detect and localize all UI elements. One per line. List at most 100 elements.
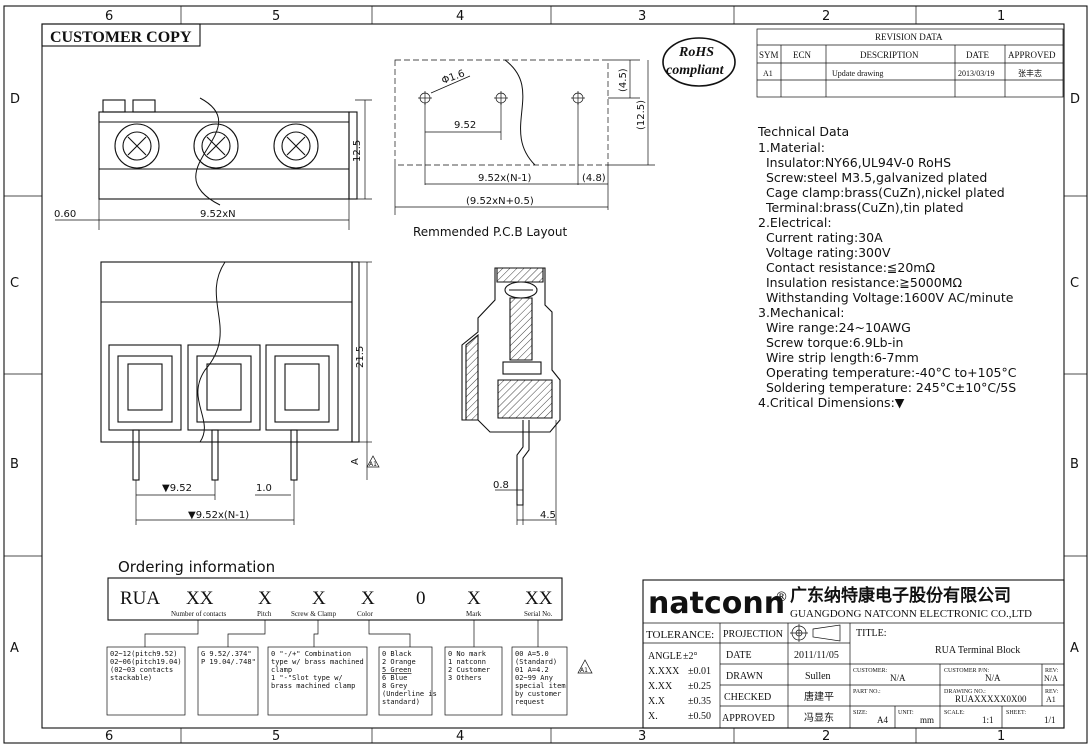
customer-pn-label: CUSTOMER P/N: (944, 668, 989, 674)
rev-col-approved: APPROVED (1008, 50, 1056, 60)
opt-color-1: 0 Black (382, 650, 412, 658)
tech-line-8: Voltage rating:300V (766, 245, 891, 260)
code-mark: X (467, 588, 481, 609)
customer-value: N/A (890, 673, 906, 683)
opt-serial-5: special item (515, 682, 566, 690)
tech-line-1: 1.Material: (758, 140, 825, 155)
unit-label: UNIT: (898, 710, 914, 716)
zone-left-b: B (10, 457, 19, 472)
ordering-code-box (107, 577, 563, 621)
approved-label: APPROVED (722, 713, 775, 724)
pcb-layout (394, 59, 655, 215)
scale-label: SCALE: (944, 710, 965, 716)
dim-pcb-48: (4.8) (582, 173, 606, 184)
rev-triangle-front (366, 455, 380, 468)
zone-bottom-2: 2 (822, 729, 830, 744)
rev-label-2: REV: (1045, 689, 1059, 695)
label-mark: Mark (466, 610, 482, 618)
dim-hole-dia: Φ1.6 (440, 68, 466, 86)
dim-side-45: 4.5 (540, 510, 556, 521)
unit-value: mm (920, 715, 934, 725)
part-label: PART NO.: (853, 689, 881, 695)
opt-serial-6: by customer (515, 690, 561, 698)
tech-line-15: Wire strip length:6-7mm (766, 350, 919, 365)
tol-xxx-label: X.XX (648, 681, 673, 692)
option-boxes (106, 646, 568, 716)
technical-data: Technical Data 1.Material: Insulator:NY6… (757, 124, 1017, 410)
label-screw: Screw & Clamp (291, 610, 337, 618)
zone-right-d: D (1070, 92, 1080, 107)
opt-contacts-2: 02~06(pitch19.04) (110, 658, 182, 666)
tech-line-11: Withstanding Voltage:1600V AC/minute (766, 290, 1014, 305)
dim-pitch-total: 9.52xN (200, 209, 236, 220)
opt-color-6: (Underline is (382, 690, 437, 698)
opt-contacts-1: 02~12(pitch9.52) (110, 650, 177, 658)
code-screw: X (312, 588, 326, 609)
customer-copy-box (41, 23, 201, 47)
zone-bottom-1: 1 (997, 729, 1005, 744)
top-view (55, 97, 372, 230)
zone-top-3: 3 (638, 9, 646, 24)
code-pitch: X (258, 588, 272, 609)
tech-title: Technical Data (757, 124, 849, 139)
label-contacts: Number of contacts (171, 610, 226, 618)
drawn-label: DRAWN (726, 671, 763, 682)
dim-side-08: 0.8 (493, 480, 509, 491)
rev-value-1: N/A (1044, 674, 1058, 683)
rev-mark-front: A1 (369, 461, 377, 468)
rev-mark-ordering: A1 (580, 667, 588, 674)
opt-color-3: 5 Green (382, 666, 412, 674)
tech-line-16: Operating temperature:-40°C to+105°C (766, 365, 1017, 380)
tech-line-12: 3.Mechanical: (758, 305, 844, 320)
size-value: A4 (877, 715, 888, 725)
date-label: DATE (726, 650, 752, 661)
company-name-cn: 广东纳特康电子股份有限公司 (790, 585, 1011, 606)
tech-line-4: Cage clamp:brass(CuZn),nickel plated (766, 185, 1005, 200)
ordering-code: RUA XX X X X 0 X XX (120, 588, 553, 609)
customer-label: CUSTOMER: (853, 668, 888, 674)
tol-xxx-value: ±0.25 (688, 681, 711, 692)
dim-section-a: A (350, 458, 361, 465)
revision-title: REVISION DATA (875, 32, 943, 42)
code-color: X (361, 588, 375, 609)
projection-icon (790, 624, 841, 642)
opt-mark-2: 1 natconn (448, 658, 486, 666)
rev-col-desc: DESCRIPTION (860, 50, 919, 60)
dim-pin-pitch: ▼9.52 (162, 483, 192, 494)
dim-pcb-span: 9.52x(N-1) (478, 173, 532, 184)
zone-grid (4, 6, 1087, 743)
tol-xxxx-value: ±0.01 (688, 666, 711, 677)
scale-value: 1:1 (982, 715, 994, 725)
label-serial: Serial No. (524, 610, 553, 618)
tol-xx-label: X.X (648, 696, 666, 707)
zone-top-1: 1 (997, 9, 1005, 24)
rev-triangle-ordering (577, 659, 593, 674)
opt-screw-2: type w/ brass machined (271, 658, 364, 666)
rev-value-2: A1 (1046, 695, 1056, 704)
company-reg: ® (775, 590, 788, 605)
drawing-value: RUAXXXXX0X00 (955, 694, 1027, 704)
opt-serial-1: 00 A=5.0 (515, 650, 549, 658)
pcb-caption: Remmended P.C.B Layout (413, 225, 567, 239)
tech-line-2: Insulator:NY66,UL94V-0 RoHS (766, 155, 951, 170)
dim-pin-width: 1.0 (256, 483, 272, 494)
zone-bottom-4: 4 (456, 729, 464, 744)
tol-x-label: X. (648, 711, 658, 722)
rev-row-sym: A1 (763, 69, 773, 78)
zone-left-d: D (10, 92, 20, 107)
rohs-badge (662, 37, 736, 87)
zone-right-b: B (1070, 457, 1079, 472)
customer-copy-stamp: CUSTOMER COPY (50, 29, 192, 46)
code-serial: XX (525, 588, 553, 609)
tech-line-14: Screw torque:6.9Lb-in (766, 335, 903, 350)
opt-mark-1: 0 No mark (448, 650, 487, 658)
zone-bottom-5: 5 (272, 729, 280, 744)
rev-row-approved: 张丰志 (1018, 68, 1042, 78)
title-value: RUA Terminal Block (935, 645, 1020, 656)
rohs-line1: RoHS (678, 45, 714, 60)
side-section (461, 267, 561, 525)
drawn-value: Sullen (805, 671, 831, 682)
inner-frame (41, 23, 1065, 729)
zone-left-c: C (10, 276, 19, 291)
